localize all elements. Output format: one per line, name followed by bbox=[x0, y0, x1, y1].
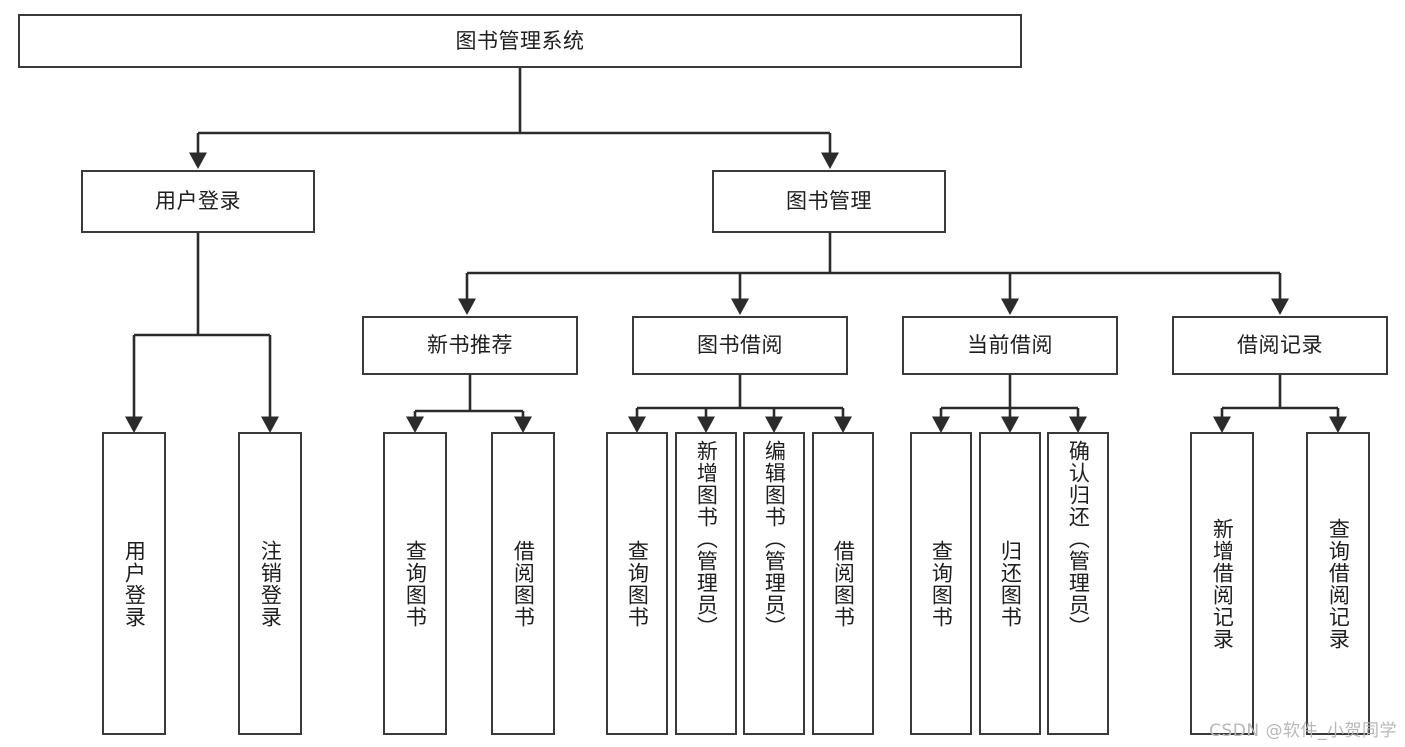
leaf-current-borrow-query-book[interactable]: 查询图书 bbox=[910, 432, 972, 735]
leaf-current-borrow-confirm-return[interactable]: 确认归还（管理员） bbox=[1047, 432, 1109, 735]
leaf-current-borrow-return-book[interactable]: 归还图书 bbox=[979, 432, 1041, 735]
node-current-borrow-label: 当前借阅 bbox=[967, 333, 1053, 358]
node-book-borrow-label: 图书借阅 bbox=[697, 333, 783, 358]
node-new-book-recommend[interactable]: 新书推荐 bbox=[362, 316, 578, 375]
leaf-current-borrow-query-book-label: 查询图书 bbox=[929, 539, 954, 628]
node-book-management-label: 图书管理 bbox=[786, 189, 872, 214]
node-user-login[interactable]: 用户登录 bbox=[81, 170, 315, 233]
node-root[interactable]: 图书管理系统 bbox=[18, 14, 1022, 68]
leaf-new-book-query-book[interactable]: 查询图书 bbox=[383, 432, 447, 735]
leaf-book-borrow-borrow-book-label: 借阅图书 bbox=[831, 539, 856, 628]
leaf-borrow-record-query[interactable]: 查询借阅记录 bbox=[1306, 432, 1370, 735]
leaf-book-borrow-borrow-book[interactable]: 借阅图书 bbox=[812, 432, 874, 735]
leaf-borrow-record-add[interactable]: 新增借阅记录 bbox=[1190, 432, 1254, 735]
node-book-borrow[interactable]: 图书借阅 bbox=[632, 316, 848, 375]
node-borrow-record[interactable]: 借阅记录 bbox=[1172, 316, 1388, 375]
leaf-borrow-record-query-label: 查询借阅记录 bbox=[1326, 517, 1351, 650]
leaf-book-borrow-edit-book[interactable]: 编辑图书（管理员） bbox=[743, 432, 805, 735]
leaf-new-book-borrow-book-label: 借阅图书 bbox=[511, 539, 536, 628]
leaf-book-borrow-query-book-label: 查询图书 bbox=[625, 539, 650, 628]
leaf-current-borrow-confirm-return-label: 确认归还（管理员） bbox=[1066, 440, 1091, 638]
leaf-user-login-logout[interactable]: 注销登录 bbox=[238, 432, 302, 735]
node-root-label: 图书管理系统 bbox=[455, 28, 585, 53]
node-user-login-label: 用户登录 bbox=[155, 189, 241, 214]
node-book-management[interactable]: 图书管理 bbox=[712, 170, 946, 233]
leaf-user-login-login[interactable]: 用户登录 bbox=[102, 432, 166, 735]
csdn-watermark: CSDN @软件_小贺同学 bbox=[1209, 721, 1397, 741]
node-new-book-recommend-label: 新书推荐 bbox=[427, 333, 513, 358]
leaf-new-book-borrow-book[interactable]: 借阅图书 bbox=[491, 432, 555, 735]
node-current-borrow[interactable]: 当前借阅 bbox=[902, 316, 1118, 375]
leaf-user-login-logout-label: 注销登录 bbox=[258, 539, 283, 628]
leaf-book-borrow-query-book[interactable]: 查询图书 bbox=[606, 432, 668, 735]
leaf-new-book-query-book-label: 查询图书 bbox=[403, 539, 428, 628]
node-borrow-record-label: 借阅记录 bbox=[1237, 333, 1323, 358]
leaf-book-borrow-add-book-label: 新增图书（管理员） bbox=[694, 440, 719, 638]
leaf-book-borrow-edit-book-label: 编辑图书（管理员） bbox=[762, 440, 787, 638]
leaf-user-login-login-label: 用户登录 bbox=[122, 539, 147, 628]
leaf-book-borrow-add-book[interactable]: 新增图书（管理员） bbox=[675, 432, 737, 735]
leaf-borrow-record-add-label: 新增借阅记录 bbox=[1210, 517, 1235, 650]
leaf-current-borrow-return-book-label: 归还图书 bbox=[998, 539, 1023, 628]
